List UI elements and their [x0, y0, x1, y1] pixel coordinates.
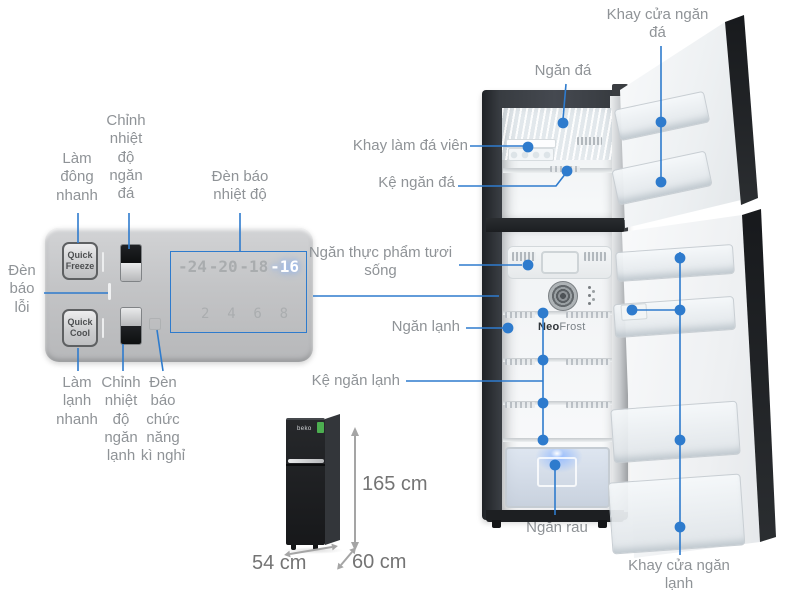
shelf-trim	[566, 359, 610, 365]
cooling-fan	[548, 281, 578, 311]
mini-fridge-foot	[313, 545, 318, 550]
fridge-temp-value: 8	[279, 306, 288, 322]
dimension-width: 54 cm	[252, 552, 307, 574]
freezer-temp-slider	[120, 244, 142, 282]
freezer-vent-grille	[577, 137, 602, 145]
callout-quick-cool: Làm lạnh nhanh	[56, 374, 98, 428]
vegetable-drawer	[505, 447, 610, 508]
callout-freezer-temp-knob: Chỉnh nhiệt độ ngăn đá	[106, 112, 146, 203]
fridge-shelf-4	[503, 438, 612, 442]
shelf-trim	[505, 312, 535, 318]
dimension-depth: 60 cm	[352, 551, 407, 573]
shelf-trim	[566, 402, 610, 408]
neofrost-logo: NeoFrost	[538, 321, 585, 333]
mini-fridge-front	[286, 418, 325, 545]
callout-fresh-food: Ngăn thực phẩm tươi sống	[308, 244, 453, 280]
control-panel: Quick Freeze Quick Cool -24 -20 -18 -16 …	[45, 228, 313, 362]
chiller-vent-right	[584, 252, 606, 261]
fridge-shelf-2	[503, 358, 612, 362]
ice-tray-lid	[506, 139, 556, 148]
ice-cube-tray	[508, 148, 554, 161]
fridge-shelf-1	[503, 311, 612, 315]
drawer-led-spot	[551, 449, 563, 458]
callout-fridge-shelf: Kệ ngăn lạnh	[311, 372, 400, 389]
tray-divider	[620, 303, 648, 321]
energy-label-sticker	[317, 422, 324, 433]
freezer-temp-value: -20	[208, 257, 238, 276]
dimension-height: 165 cm	[362, 473, 428, 495]
callout-ice-tray: Khay làm đá viên	[352, 137, 468, 154]
snowflake-icon	[588, 286, 591, 289]
panel-tick-bottom	[102, 318, 104, 338]
freezer-temp-value: -18	[239, 257, 269, 276]
freezer-door-open	[600, 8, 775, 238]
shelf-trim	[505, 402, 535, 408]
fridge-door-open	[605, 205, 785, 570]
mini-fridge-door-gap	[286, 464, 325, 466]
callout-error-light: Đèn báo lỗi	[8, 262, 36, 316]
callout-temp-display: Đèn báo nhiệt độ	[211, 168, 269, 204]
fridge-foot-left	[492, 520, 501, 528]
callout-fridge-compartment: Ngăn lạnh	[391, 318, 460, 335]
callout-freezer-door-tray: Khay cửa ngăn đá	[606, 6, 709, 42]
shelf-trim	[505, 359, 535, 365]
freezer-temp-value: -24	[178, 257, 207, 276]
callout-holiday-light: Đèn báo chức năng kì nghỉ	[140, 374, 186, 465]
fridge-temp-value: 2	[201, 306, 210, 322]
callout-fridge-temp-knob: Chỉnh nhiệt độ ngăn lạnh	[101, 374, 141, 465]
slider-track	[121, 308, 141, 326]
temperature-display: -24 -20 -18 -16 2 4 6 8	[170, 251, 307, 333]
quick-freeze-label: Quick Freeze	[65, 249, 95, 271]
neofrost-logo-light: Frost	[559, 321, 586, 333]
mini-fridge-side	[325, 414, 340, 545]
fridge-temp-row: 2 4 6 8	[171, 306, 306, 322]
fridge-shelf-3	[503, 401, 612, 405]
brand-logo: beko	[297, 426, 312, 432]
callout-fridge-door-tray: Khay cửa ngăn lạnh	[628, 557, 730, 593]
error-indicator-led	[108, 283, 111, 300]
quick-cool-label: Quick Cool	[67, 316, 93, 338]
callout-freezer: Ngăn đá	[534, 62, 592, 79]
mini-fridge-handle	[288, 459, 324, 463]
fridge-foot-right	[598, 520, 607, 528]
mini-fridge-foot	[291, 545, 296, 550]
callout-veg-drawer: Ngăn rau	[526, 519, 588, 536]
panel-tick-top	[102, 252, 104, 272]
freezer-temp-row: -24 -20 -18 -16	[171, 257, 306, 276]
height-arrow	[351, 427, 359, 551]
fridge-temp-value: 4	[227, 306, 236, 322]
shelf-trim	[566, 312, 610, 318]
slider-knob-dark	[121, 245, 141, 263]
slider-track	[121, 263, 141, 281]
drawer-handle	[537, 457, 577, 487]
fridge-door-tray-3	[610, 400, 741, 464]
fridge-temp-value: 6	[253, 306, 262, 322]
callout-freezer-shelf: Kệ ngăn đá	[378, 174, 455, 191]
freezer-temp-active-value: -16	[270, 257, 299, 276]
compartment-divider	[486, 218, 624, 232]
slider-knob-dark	[121, 326, 141, 344]
fridge-temp-slider	[120, 307, 142, 345]
fridge-base	[486, 510, 624, 522]
chiller-vent-left	[512, 252, 536, 261]
callout-quick-freeze: Làm đông nhanh	[56, 150, 98, 204]
fridge-door-tray-4	[607, 473, 746, 555]
holiday-mode-icon	[149, 318, 161, 330]
quick-cool-button: Quick Cool	[62, 309, 98, 347]
freezer-shelf-trim	[550, 166, 580, 172]
neofrost-logo-bold: Neo	[538, 321, 560, 333]
chiller-handle	[541, 251, 579, 274]
quick-freeze-button: Quick Freeze	[62, 242, 98, 280]
